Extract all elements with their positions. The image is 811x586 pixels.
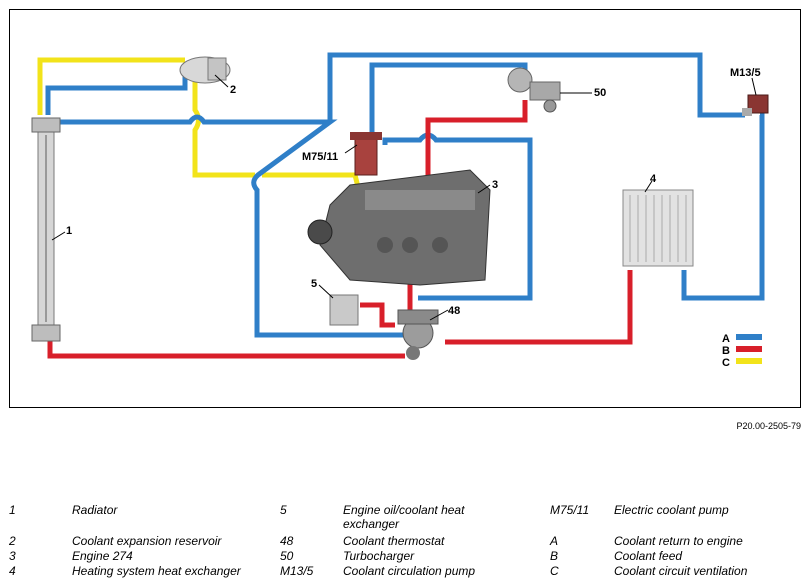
return-line-reservoir [45,75,188,115]
label-turbo: 50 [594,87,606,99]
return-line-turbo [369,62,528,140]
feed-line-radiator [47,340,405,359]
return-line-main [55,114,405,338]
return-line-top [327,52,745,122]
legend-num-m75: M75/11 [550,503,590,517]
key-b-letter: B [722,345,730,357]
legend-num-c: C [550,564,559,578]
legend-desc-1: Radiator [72,503,118,517]
thermostat-component [397,309,439,360]
engine-component [307,169,491,286]
key-c-letter: C [722,357,730,369]
key-c-swatch [736,358,762,364]
coolant-circuit-diagram: 1 2 3 4 5 48 50 M13/5 M75/11 A B C [31,52,769,369]
vent-line-radiator [37,57,185,115]
circulation-pump-component [742,94,769,116]
legend-num-3: 3 [9,549,16,563]
legend-desc-5: Engine oil/coolant heat exchanger [343,503,465,531]
label-elec-pump: M75/11 [302,151,338,163]
key-a-letter: A [722,333,730,345]
label-radiator: 1 [66,225,72,237]
legend-desc-c: Coolant circuit ventilation [614,564,748,578]
vent-line-reservoir [192,80,255,178]
feed-line-turbo [425,100,528,185]
legend-num-5: 5 [280,503,287,517]
legend-num-m13: M13/5 [280,564,314,578]
legend-desc-a: Coolant return to engine [614,534,743,548]
legend-desc-3: Engine 274 [72,549,133,563]
legend-desc-48: Coolant thermostat [343,534,445,548]
legend-num-4: 4 [9,564,16,578]
oil-cooler-component [329,294,359,326]
legend-num-2: 2 [9,534,16,548]
legend-desc-50: Turbocharger [343,549,415,563]
key-a-swatch [736,334,762,340]
label-circ-pump: M13/5 [730,67,761,79]
label-heat-exchanger: 4 [650,173,657,185]
legend-desc-2: Coolant expansion reservoir [72,534,222,548]
heater-core-component [622,189,694,267]
electric-pump-component [350,132,382,176]
return-line-heater [681,112,765,301]
feed-line-heater [445,270,633,345]
reservoir-component [179,56,231,84]
legend-num-b: B [550,549,559,563]
legend-num-48: 48 [280,534,294,548]
label-thermostat: 48 [448,305,460,317]
legend-num-1: 1 [9,503,16,517]
feed-lines [47,100,633,359]
legend-desc-m75: Electric coolant pump [614,503,729,517]
label-reservoir: 2 [230,84,236,96]
feed-line-oilcooler [360,302,395,328]
color-key: A B C [722,333,762,369]
legend-desc-b: Coolant feed [614,549,683,563]
label-engine: 3 [492,179,498,191]
turbo-component [507,67,561,113]
legend-num-a: A [550,534,559,548]
label-oil-cooler: 5 [311,278,317,290]
key-b-swatch [736,346,762,352]
legend-num-50: 50 [280,549,294,563]
radiator-component [31,117,61,342]
legend-desc-4: Heating system heat exchanger [72,564,241,578]
reference-code: P20.00-2505-79 [736,421,801,431]
legend-desc-m13: Coolant circulation pump [343,564,476,578]
